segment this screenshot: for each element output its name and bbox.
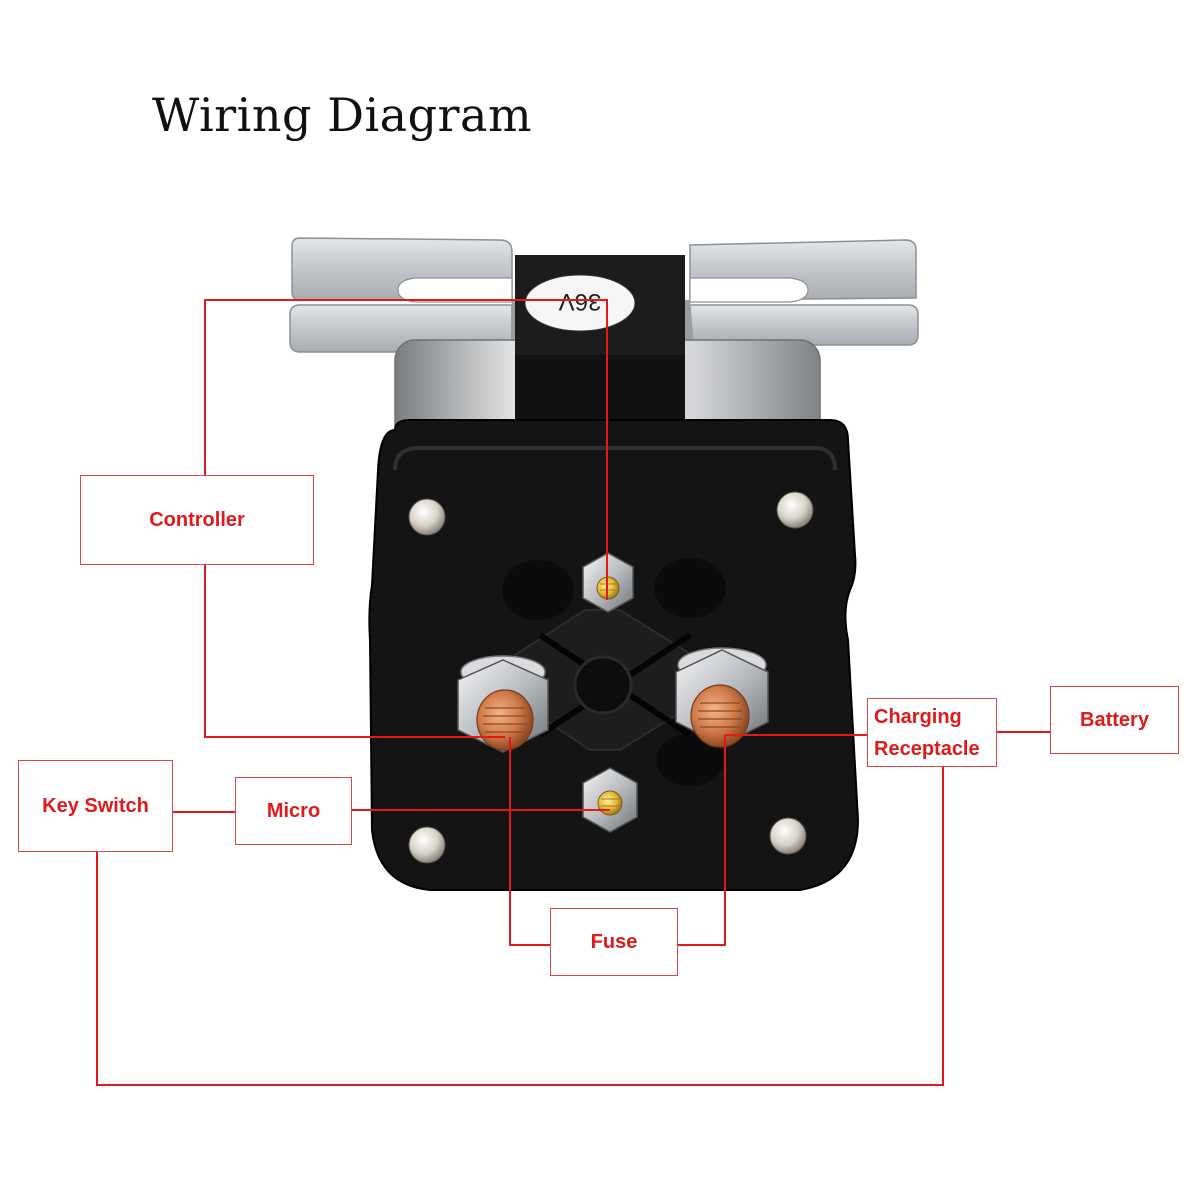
wire-fuse-left — [509, 737, 550, 946]
battery-label: Battery — [1080, 709, 1149, 731]
key-switch-label-box: Key Switch — [18, 760, 173, 852]
key-switch-label: Key Switch — [42, 795, 149, 817]
charging-receptacle-label-box: Charging Receptacle — [867, 698, 997, 767]
wire-controller-top — [204, 299, 608, 600]
large-terminal-left — [457, 655, 549, 753]
charging-label-line2: Receptacle — [874, 737, 980, 760]
charging-label-line1: Charging — [874, 705, 962, 728]
large-terminal-right — [675, 647, 769, 748]
controller-label: Controller — [149, 509, 245, 531]
rivets — [408, 491, 814, 864]
mounting-bracket — [289, 237, 919, 430]
fuse-label-box: Fuse — [550, 908, 678, 976]
wire-fuse-right — [678, 735, 726, 946]
wire-controller-left-terminal — [204, 565, 505, 738]
wire-keyswitch-charging — [96, 767, 944, 1086]
page-title: Wiring Diagram — [152, 88, 533, 142]
controller-label-box: Controller — [80, 475, 314, 565]
micro-label-box: Micro — [235, 777, 352, 845]
voltage-label: 36V — [559, 288, 602, 315]
battery-label-box: Battery — [1050, 686, 1179, 754]
wires — [96, 299, 1050, 1086]
micro-label: Micro — [266, 800, 321, 822]
fuse-label: Fuse — [590, 931, 638, 953]
